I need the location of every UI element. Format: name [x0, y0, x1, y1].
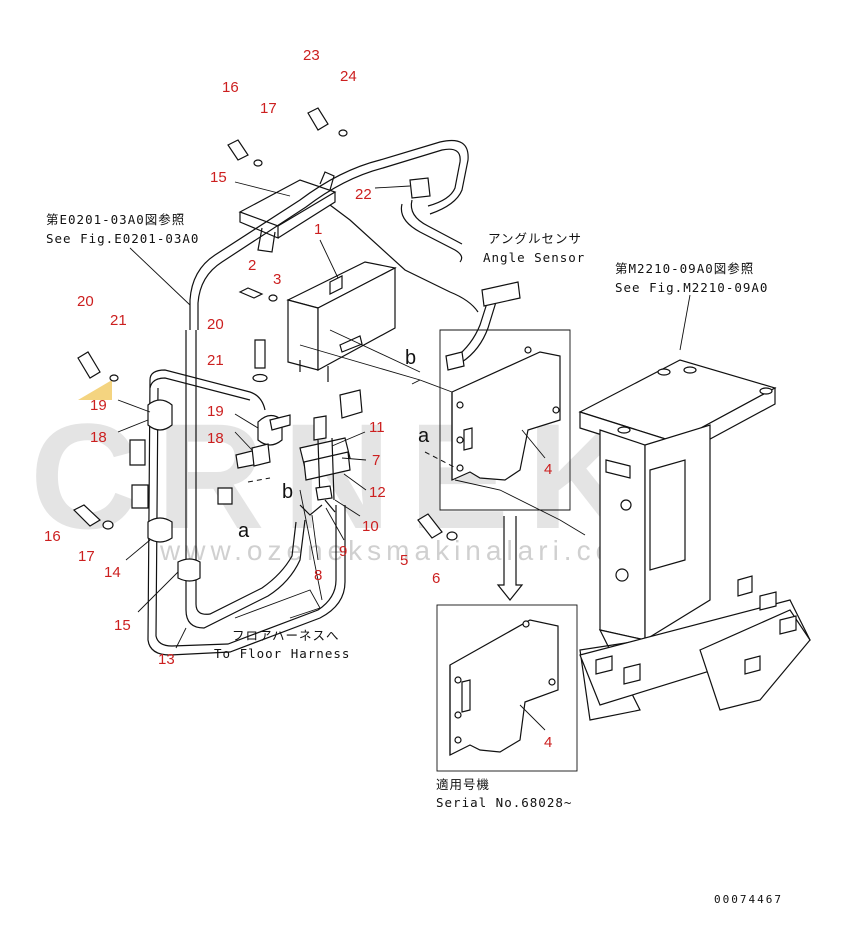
part-number-8: 8 [314, 567, 322, 584]
part-leaders [117, 181, 546, 731]
part-number-5: 5 [400, 552, 408, 569]
part-number-24: 24 [340, 68, 357, 85]
part-number-20-center: 20 [207, 316, 224, 333]
harness-left [147, 330, 346, 656]
part-number-6: 6 [432, 570, 440, 587]
harness-upper [189, 139, 469, 330]
controller-1 [286, 261, 397, 382]
part-number-21-center: 21 [207, 352, 224, 369]
part-number-7: 7 [372, 452, 380, 469]
reference-leaders [129, 247, 691, 619]
part-number-18-center: 18 [207, 430, 224, 447]
part-number-17: 17 [260, 100, 277, 117]
part-number-11: 11 [369, 419, 385, 436]
bolts-center [238, 287, 278, 383]
inset-detail [436, 604, 578, 772]
part-number-23: 23 [303, 47, 320, 64]
angle-sensor-en: Angle Sensor [483, 250, 585, 265]
part-number-14: 14 [104, 564, 121, 581]
bracket-4-main [439, 329, 571, 511]
clamps-left [129, 399, 233, 582]
harness-angle-sensor [329, 204, 521, 371]
detail-leaders [247, 329, 586, 536]
reference-right-en: See Fig.M2210-09A0 [615, 280, 768, 295]
annotation-notes: 第E0201-03A0図参照 See Fig.E0201-03A0 アングルセン… [46, 212, 783, 906]
reference-left-jp: 第E0201-03A0図参照 [46, 212, 185, 227]
part-number-15-left: 15 [114, 617, 131, 634]
part-number-16-left: 16 [44, 528, 61, 545]
connectors-center [299, 389, 363, 516]
part-number-4-main: 4 [544, 461, 552, 478]
part-number-17-left: 17 [78, 548, 95, 565]
part-number-13: 13 [158, 651, 175, 668]
part-number-15: 15 [210, 169, 227, 186]
clamp-19-center [235, 414, 291, 469]
part-number-20-left: 20 [77, 293, 94, 310]
floor-harness-jp: フロアハーネスへ [232, 628, 340, 643]
part-number-10: 10 [362, 518, 379, 535]
part-number-12: 12 [369, 484, 386, 501]
part-number-21-left: 21 [110, 312, 127, 329]
part-number-18-left: 18 [90, 429, 107, 446]
bolts-left [72, 107, 348, 530]
part-number-4-inset: 4 [544, 734, 552, 751]
floor-harness-en: To Floor Harness [214, 646, 350, 661]
detail-letter-a-lower: a [238, 520, 250, 542]
frame-right [578, 359, 811, 721]
arrow-down [496, 516, 524, 601]
bracket-15-upper [238, 171, 337, 253]
part-number-19-left: 19 [90, 397, 107, 414]
watermark: CRNEK www.ozeneksmakinalari.com.tr [30, 380, 684, 566]
serial-en: Serial No.68028~ [436, 795, 572, 810]
reference-left-en: See Fig.E0201-03A0 [46, 231, 199, 246]
reference-right-jp: 第M2210-09A0図参照 [615, 261, 754, 276]
part-number-16: 16 [222, 79, 239, 96]
angle-sensor-jp: アングルセンサ [488, 231, 582, 246]
part-number-1: 1 [314, 221, 322, 238]
detail-letter-b-lower: b [282, 481, 293, 503]
part-number-labels: 23 24 16 17 15 22 1 2 3 20 21 20 21 19 1… [44, 47, 552, 751]
detail-letter-labels: b a b a [238, 347, 430, 542]
part-number-9: 9 [339, 543, 347, 560]
part-number-3: 3 [273, 271, 281, 288]
part-number-2: 2 [248, 257, 256, 274]
watermark-url: www.ozeneksmakinalari.com.tr [159, 535, 684, 566]
serial-jp: 適用号機 [436, 777, 490, 792]
drawing-code: 00074467 [714, 893, 783, 906]
part-number-19-center: 19 [207, 403, 224, 420]
detail-letter-b-upper: b [405, 347, 416, 369]
part-number-22: 22 [355, 186, 372, 203]
detail-letter-a-upper: a [418, 425, 430, 447]
bolt-5 [417, 513, 458, 541]
